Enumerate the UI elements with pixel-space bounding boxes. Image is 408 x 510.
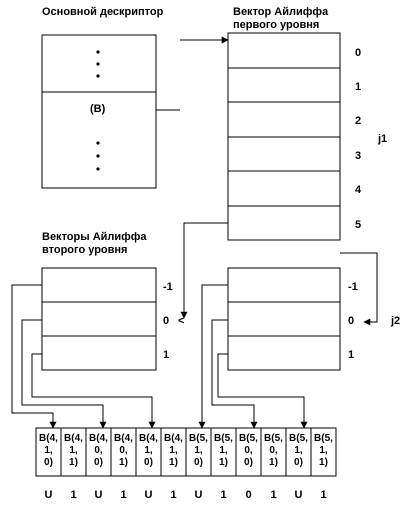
second-level-pointer-marker: < (178, 315, 184, 327)
element-cell-text: B(5, (264, 433, 283, 444)
element-strip: B(4,1,0)B(4,1,1)B(4,0,0)B(4,0,1)B(4,1,0)… (35, 427, 337, 477)
element-cell-text: B(5, (239, 433, 258, 444)
second-level-index-0: 0 (163, 315, 169, 327)
second-level-vector-left (41, 267, 157, 371)
main-descriptor-b-label: (B) (90, 103, 106, 115)
first-level-index-0: 0 (355, 47, 361, 59)
bottom-value: U (95, 489, 103, 501)
first-level-title-line2: первого уровня (233, 19, 319, 31)
bottom-value: 1 (320, 489, 326, 501)
element-cell-text: B(4, (139, 433, 158, 444)
element-cell-text: 1, (169, 445, 178, 456)
element-cell-text: B(5, (314, 433, 333, 444)
bottom-value: U (45, 489, 53, 501)
bottom-value: U (145, 489, 153, 501)
element-cell-text: 1) (219, 457, 228, 468)
element-cell-text: 1) (69, 457, 78, 468)
bottom-value: 1 (70, 489, 76, 501)
element-cell-text: 0) (44, 457, 53, 468)
element-cell-text: 1, (219, 445, 228, 456)
bottom-value: 0 (245, 489, 251, 501)
element-cell-text: B(5, (214, 433, 233, 444)
element-cell-text: 0, (119, 445, 128, 456)
bottom-value: U (195, 489, 203, 501)
second-level-vector-right (227, 267, 341, 371)
element-cell-text: 1, (194, 445, 203, 456)
element-cell-text: 0) (194, 457, 203, 468)
element-cell-text: 1) (269, 457, 278, 468)
element-cell-text: 1, (144, 445, 153, 456)
bottom-value: 1 (220, 489, 226, 501)
first-level-index-name: j1 (377, 133, 387, 145)
element-cell-text: 0, (94, 445, 103, 456)
main-descriptor-title: Основной дескриптор (42, 6, 164, 18)
right-1-to-element-arrow (217, 353, 308, 429)
left-0-to-element-arrow (21, 319, 107, 429)
element-cell-text: B(5, (189, 433, 208, 444)
j2-pointer-arrow (340, 252, 378, 326)
element-cell-text: 1, (69, 445, 78, 456)
second-level-title-line2: второго уровня (42, 244, 127, 256)
ellipsis-top (96, 50, 100, 78)
first-level-index-2: 2 (355, 115, 361, 127)
element-cell-text: 1, (294, 445, 303, 456)
ellipsis-bottom (96, 141, 100, 171)
bottom-value: U (295, 489, 303, 501)
left-minus1-to-element-arrow (11, 284, 57, 429)
element-cell-text: 0) (294, 457, 303, 468)
element-cell-text: B(4, (39, 433, 58, 444)
second-level-index-1: 1 (163, 349, 169, 361)
bottom-value: 1 (170, 489, 176, 501)
element-cell-text: 1) (319, 457, 328, 468)
element-cell-text: B(4, (64, 433, 83, 444)
element-cell-text: B(4, (89, 433, 108, 444)
first-level-index-5: 5 (355, 219, 361, 231)
right-minus1-to-element-arrow (198, 284, 228, 429)
element-cell-text: 0) (94, 457, 103, 468)
element-cell-text: 0) (244, 457, 253, 468)
first-level-index-4: 4 (355, 184, 362, 196)
second-level-index-minus1: -1 (163, 281, 173, 293)
second-level-title-line1: Векторы Айлиффа (42, 231, 147, 243)
bottom-values-row: U 1 U 1 U 1 U 1 0 1 U 1 (45, 489, 327, 501)
element-cell-text: 1, (319, 445, 328, 456)
second-level-index-name: j2 (390, 315, 400, 327)
second-level-right-index-0: 0 (348, 315, 354, 327)
left-1-to-element-arrow (31, 353, 156, 429)
second-level-right-index-1: 1 (348, 349, 354, 361)
first-level-title-line1: Вектор Айлиффа (233, 6, 329, 18)
second-level-right-index-minus1: -1 (348, 281, 358, 293)
element-cell-text: B(5, (289, 433, 308, 444)
element-cell-text: B(4, (114, 433, 133, 444)
bottom-value: 1 (270, 489, 276, 501)
element-cell-text: 1) (119, 457, 128, 468)
element-cell-text: 1) (169, 457, 178, 468)
first-level-index-1: 1 (355, 81, 361, 93)
first-level-index-3: 3 (355, 150, 361, 162)
element-cell-text: 0, (244, 445, 253, 456)
element-cell-text: 0) (144, 457, 153, 468)
bottom-value: 1 (120, 489, 126, 501)
element-cell-text: 1, (44, 445, 53, 456)
right-0-to-element-arrow (211, 319, 258, 429)
element-cell-text: B(4, (164, 433, 183, 444)
element-cell-text: 0, (269, 445, 278, 456)
main-descriptor-box (41, 34, 157, 189)
first-level-to-second-level-arrow (180, 222, 228, 319)
